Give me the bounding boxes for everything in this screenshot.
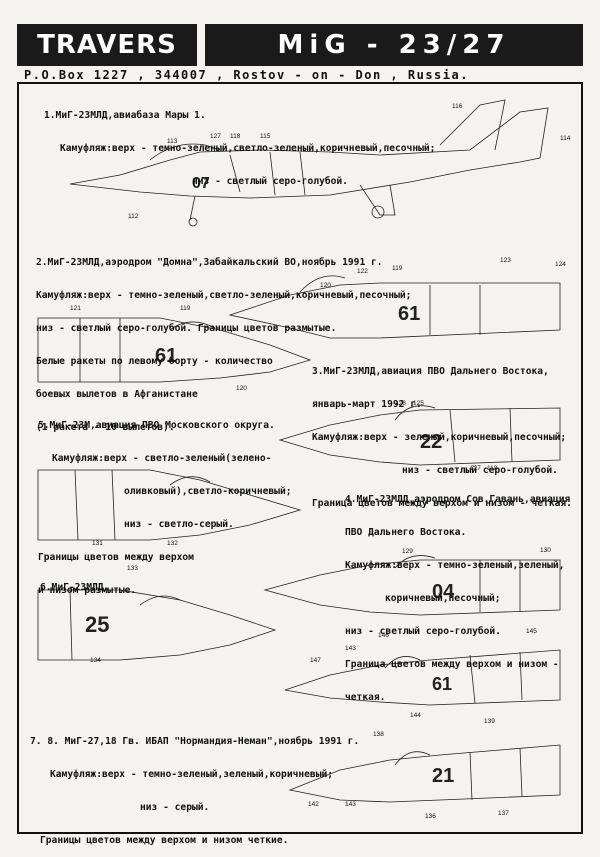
callout-119: 119 <box>392 265 403 272</box>
callout-127b: 127 <box>470 465 481 472</box>
address-line: P.O.Box 1227 , 344007 , Rostov - on - Do… <box>24 68 469 82</box>
callout-144: 144 <box>410 712 421 719</box>
callout-145: 145 <box>526 628 537 635</box>
callout-119b: 119 <box>180 305 191 312</box>
aircraft-2-profile <box>228 275 561 339</box>
brand-logo: TRAVERS <box>17 24 197 66</box>
aircraft-6-profile <box>37 589 277 661</box>
callout-118: 118 <box>230 133 241 140</box>
callout-131: 131 <box>92 540 103 547</box>
section-3-text: 3.МиГ-23МЛД,авиация ПВО Дальнего Востока… <box>312 366 572 509</box>
code-22: 22 <box>420 431 442 453</box>
callout-137: 137 <box>498 810 509 817</box>
callout-147: 147 <box>310 657 321 664</box>
aircraft-7-profile <box>284 649 561 706</box>
callout-134: 134 <box>90 657 101 664</box>
callout-143: 143 <box>345 645 356 652</box>
code-61-a: 61 <box>398 303 420 325</box>
code-61-b: 61 <box>155 345 177 367</box>
callout-130: 130 <box>540 547 551 554</box>
callout-132: 132 <box>167 540 178 547</box>
aircraft-1-profile <box>69 99 549 227</box>
section-2-text: 2.МиГ-23МЛД,аэродром "Домна",Забайкальск… <box>36 257 412 433</box>
aircraft-8-profile <box>288 744 561 803</box>
callout-120b: 120 <box>236 385 247 392</box>
code-07: 07 <box>192 175 210 192</box>
aircraft-4-profile <box>263 555 561 616</box>
callout-121: 121 <box>70 305 81 312</box>
code-21: 21 <box>432 765 454 787</box>
section-1-text: 1.МиГ-23МЛД,авиабаза Мары 1. Камуфляж:ве… <box>44 110 436 187</box>
section-4-text: 4.МиГ-23МЛД,аэродром Сов.Гавань,авиация … <box>345 494 571 703</box>
aircraft-2b-profile <box>37 317 312 383</box>
callout-124: 124 <box>555 261 566 268</box>
content-frame <box>17 82 583 834</box>
code-04: 04 <box>432 581 455 603</box>
callout-114: 114 <box>560 135 571 142</box>
callout-120: 120 <box>320 282 331 289</box>
callout-136: 136 <box>425 813 436 820</box>
section-5-text: 5.МиГ-23М,авиация ПВО Московского округа… <box>38 420 292 596</box>
callout-139: 139 <box>484 718 495 725</box>
callout-142: 142 <box>308 801 319 808</box>
callout-116: 116 <box>452 103 463 110</box>
callout-115: 115 <box>260 133 271 140</box>
callout-123: 123 <box>500 257 511 264</box>
section-7-text: 7. 8. МиГ-27,18 Гв. ИБАП "Нормандия-Нема… <box>30 736 360 846</box>
callout-127: 127 <box>210 133 221 140</box>
callout-143b: 143 <box>345 801 356 808</box>
callout-146: 146 <box>378 632 389 639</box>
callout-118b: 118 <box>487 465 498 472</box>
callout-133: 133 <box>127 565 138 572</box>
callout-122: 122 <box>357 268 368 275</box>
callout-129: 129 <box>402 548 413 555</box>
sheet-title: MiG - 23/27 <box>205 24 583 66</box>
code-61-c: 61 <box>432 674 452 694</box>
callout-112: 112 <box>128 213 139 220</box>
callout-125: 125 <box>413 400 424 407</box>
callout-138: 138 <box>373 731 384 738</box>
callout-128: 128 <box>395 400 406 407</box>
code-25: 25 <box>85 612 109 637</box>
callout-113: 113 <box>167 138 178 145</box>
aircraft-3-profile <box>278 405 561 466</box>
section-6-text: 6.МиГ-23МЛД. <box>40 582 110 593</box>
aircraft-5-profile <box>37 469 302 541</box>
